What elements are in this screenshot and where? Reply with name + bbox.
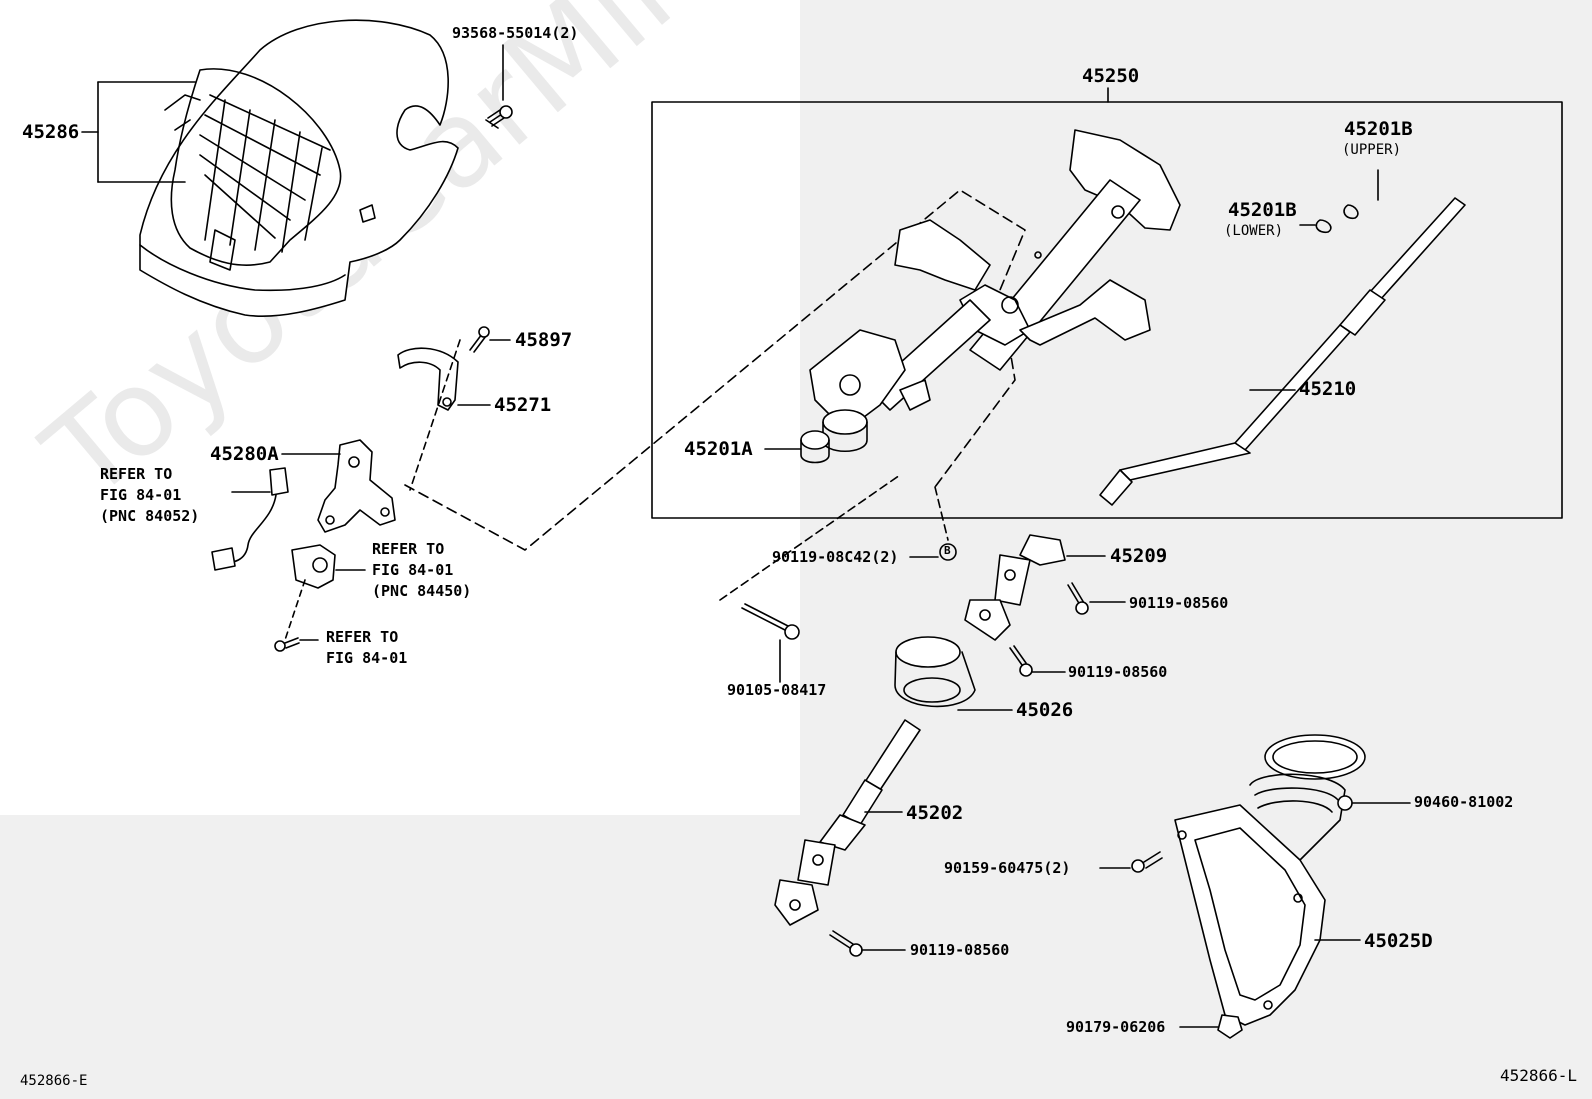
joint-45209-drawing bbox=[964, 534, 1066, 641]
label-45280a: 45280A bbox=[210, 443, 279, 465]
switch-45280a-drawing bbox=[317, 439, 396, 533]
label-90119-08560-b: 90119-08560 bbox=[1068, 663, 1168, 681]
label-refer3-line1: REFER TO bbox=[326, 628, 399, 646]
label-45286: 45286 bbox=[22, 121, 80, 143]
label-90105: 90105-08417 bbox=[727, 681, 827, 699]
label-93568: 93568-55014(2) bbox=[452, 24, 579, 42]
label-45026: 45026 bbox=[1016, 699, 1074, 721]
bushing-45201a-drawing bbox=[800, 430, 830, 464]
screw-93568-drawing bbox=[485, 105, 513, 129]
steering-column-drawing bbox=[809, 129, 1181, 452]
clip-lower-drawing bbox=[1315, 219, 1332, 234]
assembly-box-45250 bbox=[651, 101, 1563, 519]
label-upper-note: (UPPER) bbox=[1342, 142, 1402, 158]
label-45201b-lower: 45201B bbox=[1228, 199, 1297, 221]
label-refer1-line3: (PNC 84052) bbox=[100, 507, 200, 525]
clamp-90460-drawing bbox=[1337, 795, 1353, 811]
label-refer2-line2: FIG 84-01 bbox=[372, 561, 454, 579]
nut-90179-drawing bbox=[1217, 1014, 1243, 1039]
shaft-45202-drawing bbox=[774, 719, 921, 926]
label-90119-08560-c: 90119-08560 bbox=[910, 941, 1010, 959]
bolt-90159-drawing bbox=[1131, 851, 1163, 873]
label-refer1-line1: REFER TO bbox=[100, 465, 173, 483]
screw-refer3-drawing bbox=[274, 637, 300, 652]
label-45210: 45210 bbox=[1299, 378, 1357, 400]
label-90460: 90460-81002 bbox=[1414, 793, 1514, 811]
label-90119-08560-a: 90119-08560 bbox=[1129, 594, 1229, 612]
label-90159: 90159-60475(2) bbox=[944, 859, 1071, 877]
figure-code-right: 452866-L bbox=[1500, 1066, 1578, 1085]
label-45209: 45209 bbox=[1110, 545, 1168, 567]
figure-code-left: 452866-E bbox=[20, 1073, 88, 1089]
dashed-guide-1 bbox=[409, 339, 461, 491]
label-lower-note: (LOWER) bbox=[1224, 223, 1284, 239]
label-refer3-line2: FIG 84-01 bbox=[326, 649, 408, 667]
cover-45025d-drawing bbox=[1174, 734, 1366, 1026]
label-45250: 45250 bbox=[1082, 65, 1140, 87]
dashed-guide-bolt bbox=[719, 474, 901, 601]
label-45202: 45202 bbox=[906, 802, 964, 824]
boot-45026-drawing bbox=[894, 636, 976, 708]
shaft-45210-drawing bbox=[1099, 197, 1466, 506]
label-refer1-line2: FIG 84-01 bbox=[100, 486, 182, 504]
wire-harness-drawing bbox=[211, 467, 289, 571]
callout-b-circle bbox=[939, 543, 957, 561]
bolt-90119-c-drawing bbox=[829, 930, 863, 957]
bracket-45271-drawing bbox=[397, 347, 459, 411]
label-refer2-line1: REFER TO bbox=[372, 540, 445, 558]
bolt-90105-drawing bbox=[741, 603, 800, 640]
column-cover-drawing bbox=[139, 19, 459, 317]
label-45201a: 45201A bbox=[684, 438, 753, 460]
bolt-90119-a-drawing bbox=[1067, 582, 1089, 615]
label-45201b-upper: 45201B bbox=[1344, 118, 1413, 140]
sensor-drawing bbox=[291, 544, 336, 589]
clip-upper-drawing bbox=[1343, 204, 1359, 220]
callout-b-letter: B bbox=[944, 544, 951, 557]
label-45025d: 45025D bbox=[1364, 930, 1433, 952]
label-45271: 45271 bbox=[494, 394, 552, 416]
screw-45897-drawing bbox=[469, 326, 490, 353]
label-90119-08c42: 90119-08C42(2) bbox=[772, 548, 899, 566]
label-45897: 45897 bbox=[515, 329, 573, 351]
bolt-90119-b-drawing bbox=[1009, 645, 1033, 677]
label-90179: 90179-06206 bbox=[1066, 1018, 1166, 1036]
dashed-guide-b bbox=[934, 486, 949, 541]
label-refer2-line3: (PNC 84450) bbox=[372, 582, 472, 600]
dashed-guide-2 bbox=[284, 579, 306, 641]
dashed-guide-column bbox=[404, 189, 1026, 551]
